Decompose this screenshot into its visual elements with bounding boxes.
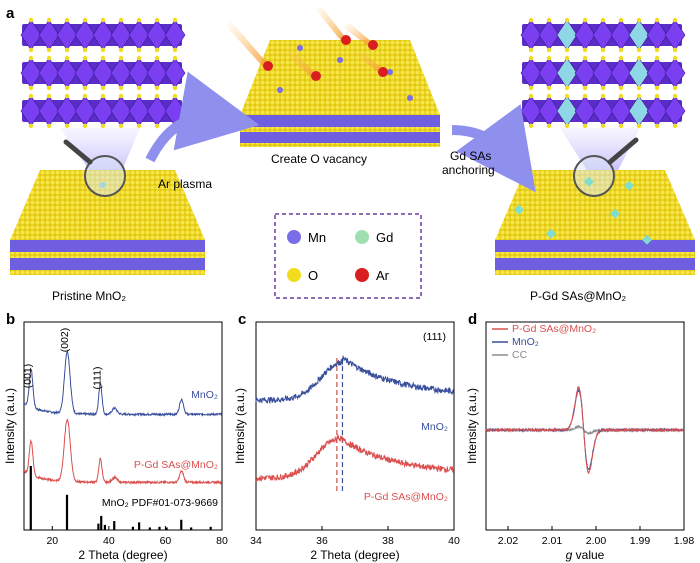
series-line bbox=[485, 385, 685, 475]
x-tick-label: 34 bbox=[250, 535, 262, 547]
plane-annotation: (111) bbox=[423, 331, 446, 343]
x-tick-label: 80 bbox=[216, 535, 228, 547]
peak-label: (002) bbox=[59, 328, 71, 353]
series-line bbox=[255, 433, 455, 483]
panel-c-letter: c bbox=[238, 311, 246, 328]
y-axis-title: Intensity (a.u.) bbox=[3, 388, 17, 464]
xrd-zoom-chart: 34 36 38 40 2 Theta (degree) Intensity (a.u.)… bbox=[233, 321, 460, 562]
series-label: MnO₂ bbox=[191, 389, 218, 401]
ar-plasma-arrow bbox=[145, 71, 260, 163]
panel-a-letter: a bbox=[6, 5, 15, 22]
legend-label: P-Gd SAs@MnO₂ bbox=[512, 323, 596, 335]
o-legend-label: O bbox=[308, 268, 318, 283]
series-line bbox=[255, 355, 455, 404]
ar-ion-beams bbox=[226, 5, 388, 81]
o-vacancy-slab bbox=[240, 40, 440, 147]
p-gd-caption: P-Gd SAs@MnO₂ bbox=[530, 289, 627, 303]
x-axis-title: 2 Theta (degree) bbox=[310, 548, 399, 562]
right-magnify-beam bbox=[560, 128, 640, 178]
pristine-caption: Pristine MnO₂ bbox=[52, 289, 126, 303]
panel-d-letter: d bbox=[468, 311, 477, 328]
series-label: MnO₂ bbox=[421, 421, 448, 433]
magnifier-icon bbox=[573, 137, 639, 197]
o-vacancy-caption: Create O vacancy bbox=[271, 152, 367, 166]
x-tick-label: 2.02 bbox=[498, 535, 519, 547]
legend-label: CC bbox=[512, 349, 528, 361]
x-axis-title: g value bbox=[566, 548, 605, 562]
x-tick-label: 1.98 bbox=[674, 535, 695, 547]
peak-label: (111) bbox=[91, 367, 103, 390]
right-polyhedra-stack bbox=[520, 17, 686, 129]
x-tick-label: 60 bbox=[160, 535, 172, 547]
plot-frame bbox=[255, 321, 455, 531]
ar-legend-dot bbox=[355, 268, 369, 282]
series-label: P-Gd SAs@MnO₂ bbox=[364, 491, 448, 503]
x-tick-label: 2.01 bbox=[542, 535, 563, 547]
mn-legend-dot bbox=[287, 230, 301, 244]
x-tick-label: 20 bbox=[46, 535, 58, 547]
x-tick-label: 38 bbox=[382, 535, 394, 547]
x-tick-label: 2.00 bbox=[586, 535, 607, 547]
x-tick-label: 1.99 bbox=[630, 535, 651, 547]
pristine-mno2-slab bbox=[10, 170, 205, 275]
magnifier-icon bbox=[63, 139, 126, 197]
plot-frame bbox=[485, 321, 685, 531]
o-legend-dot bbox=[287, 268, 301, 282]
plot-frame bbox=[23, 321, 223, 531]
gd-anchoring-label-line1: Gd SAs bbox=[450, 149, 491, 163]
x-tick-label: 40 bbox=[103, 535, 115, 547]
ar-plasma-label: Ar plasma bbox=[158, 177, 212, 191]
mn-legend-label: Mn bbox=[308, 230, 326, 245]
reference-label: MnO₂ PDF#01-073-9669 bbox=[102, 497, 218, 509]
gd-anchoring-label-line2: anchoring bbox=[442, 163, 495, 177]
epr-chart: 2.02 2.01 2.00 1.99 1.98 g value Intensity (a.… bbox=[465, 321, 695, 562]
gd-anchoring-arrow bbox=[451, 104, 536, 193]
y-axis-title: Intensity (a.u.) bbox=[233, 388, 247, 464]
p-gd-sas-mno2-slab bbox=[495, 170, 695, 275]
x-tick-label: 36 bbox=[316, 535, 328, 547]
series-line bbox=[23, 349, 223, 418]
gd-legend-dot bbox=[355, 230, 369, 244]
series-line bbox=[23, 418, 223, 486]
atom-legend: Mn Gd O Ar bbox=[274, 213, 422, 299]
xrd-chart: 20 40 60 80 2 Theta (degree) Intensity (a.u.)… bbox=[3, 321, 228, 562]
panel-b-letter: b bbox=[6, 311, 15, 328]
y-axis-title: Intensity (a.u.) bbox=[465, 388, 479, 464]
series-label: P-Gd SAs@MnO₂ bbox=[134, 459, 218, 471]
ar-legend-label: Ar bbox=[376, 268, 390, 283]
legend-label: MnO₂ bbox=[512, 336, 539, 348]
gd-legend-label: Gd bbox=[376, 230, 393, 245]
left-polyhedra-stack bbox=[20, 17, 186, 129]
peak-label: (001) bbox=[22, 364, 34, 389]
x-axis-title: 2 Theta (degree) bbox=[78, 548, 167, 562]
x-tick-label: 40 bbox=[448, 535, 460, 547]
